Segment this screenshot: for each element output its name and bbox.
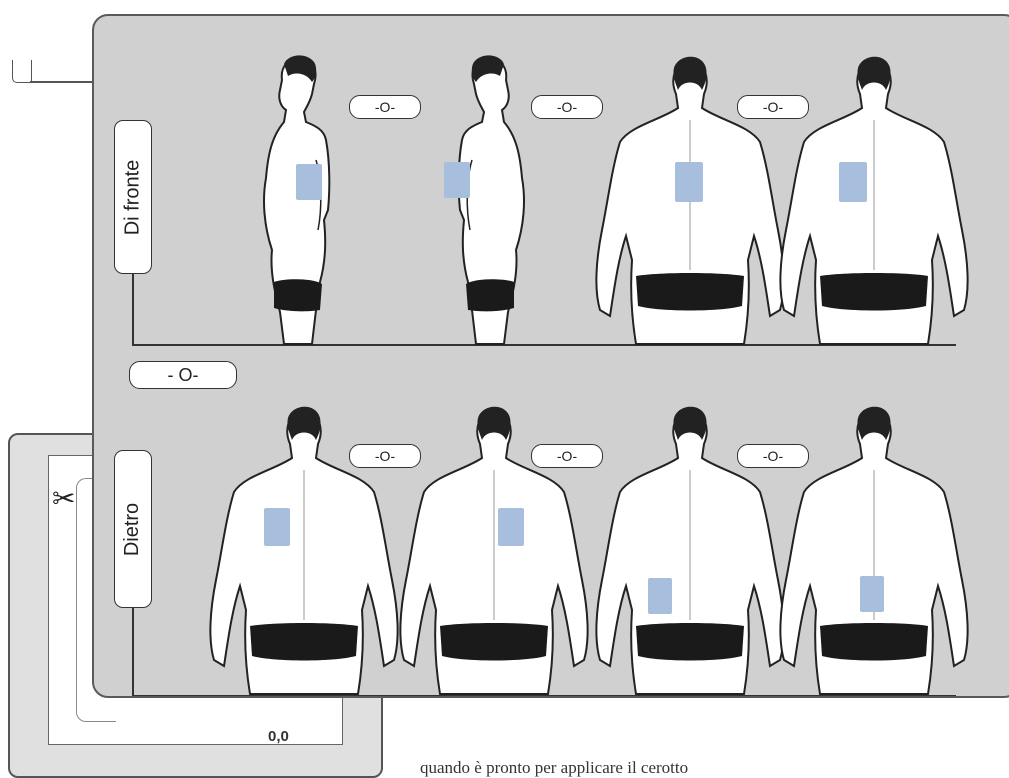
back-row-vline <box>132 606 134 696</box>
figure-side-right <box>434 50 544 346</box>
separator-pill: -O- <box>349 95 421 119</box>
figure-back-1 <box>590 50 790 346</box>
figure-back-5 <box>590 400 790 696</box>
patch <box>648 578 672 614</box>
top-left-line <box>30 81 92 83</box>
figure-back-2 <box>774 50 974 346</box>
figure-back-6 <box>774 400 974 696</box>
back-label: Dietro <box>114 450 152 608</box>
application-site-panel: Di fronte Dietro -O- -O- -O- - O- -O- -O… <box>92 14 1009 698</box>
patch <box>498 508 524 546</box>
front-label: Di fronte <box>114 120 152 274</box>
patch <box>675 162 703 202</box>
patch <box>264 508 290 546</box>
patch <box>839 162 867 202</box>
separator-pill-middle: - O- <box>129 361 237 389</box>
front-row-vline <box>132 272 134 345</box>
figure-back-3 <box>204 400 404 696</box>
figure-back-4 <box>394 400 594 696</box>
figure-side-left <box>244 50 354 346</box>
patch <box>860 576 884 612</box>
patch <box>444 162 470 198</box>
partial-box-text: 0,0 <box>268 728 289 745</box>
top-left-tab <box>12 60 32 83</box>
scissors-icon: ✂ <box>52 482 75 515</box>
patch <box>296 164 322 200</box>
body-text: quando è pronto per applicare il cerotto <box>420 758 688 778</box>
